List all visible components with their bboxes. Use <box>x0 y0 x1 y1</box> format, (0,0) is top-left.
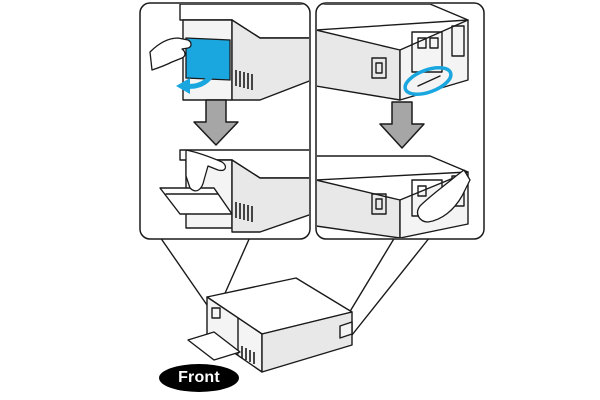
printer-side-lower <box>159 149 309 233</box>
front-label-badge <box>159 364 239 392</box>
right-instruction-panel <box>315 2 485 240</box>
left-instruction-panel <box>139 2 311 240</box>
callout-lines <box>159 236 431 341</box>
printer-overview <box>187 277 353 373</box>
down-arrow-icon <box>193 99 239 146</box>
printer-rear-upper <box>317 4 469 101</box>
curved-arrow-icon <box>176 65 217 94</box>
hand-lower-icon <box>185 149 227 192</box>
hand-upper-icon <box>149 37 192 71</box>
blue-side-cover <box>185 37 231 81</box>
ellipse-highlight-icon <box>403 66 453 96</box>
overview-open-cover <box>187 331 241 361</box>
hand-rear-icon <box>416 169 471 223</box>
printer-rear-lower <box>317 155 469 238</box>
down-arrow-icon <box>379 101 425 149</box>
printer-side-upper <box>179 4 309 101</box>
front-label: Front <box>178 369 220 386</box>
